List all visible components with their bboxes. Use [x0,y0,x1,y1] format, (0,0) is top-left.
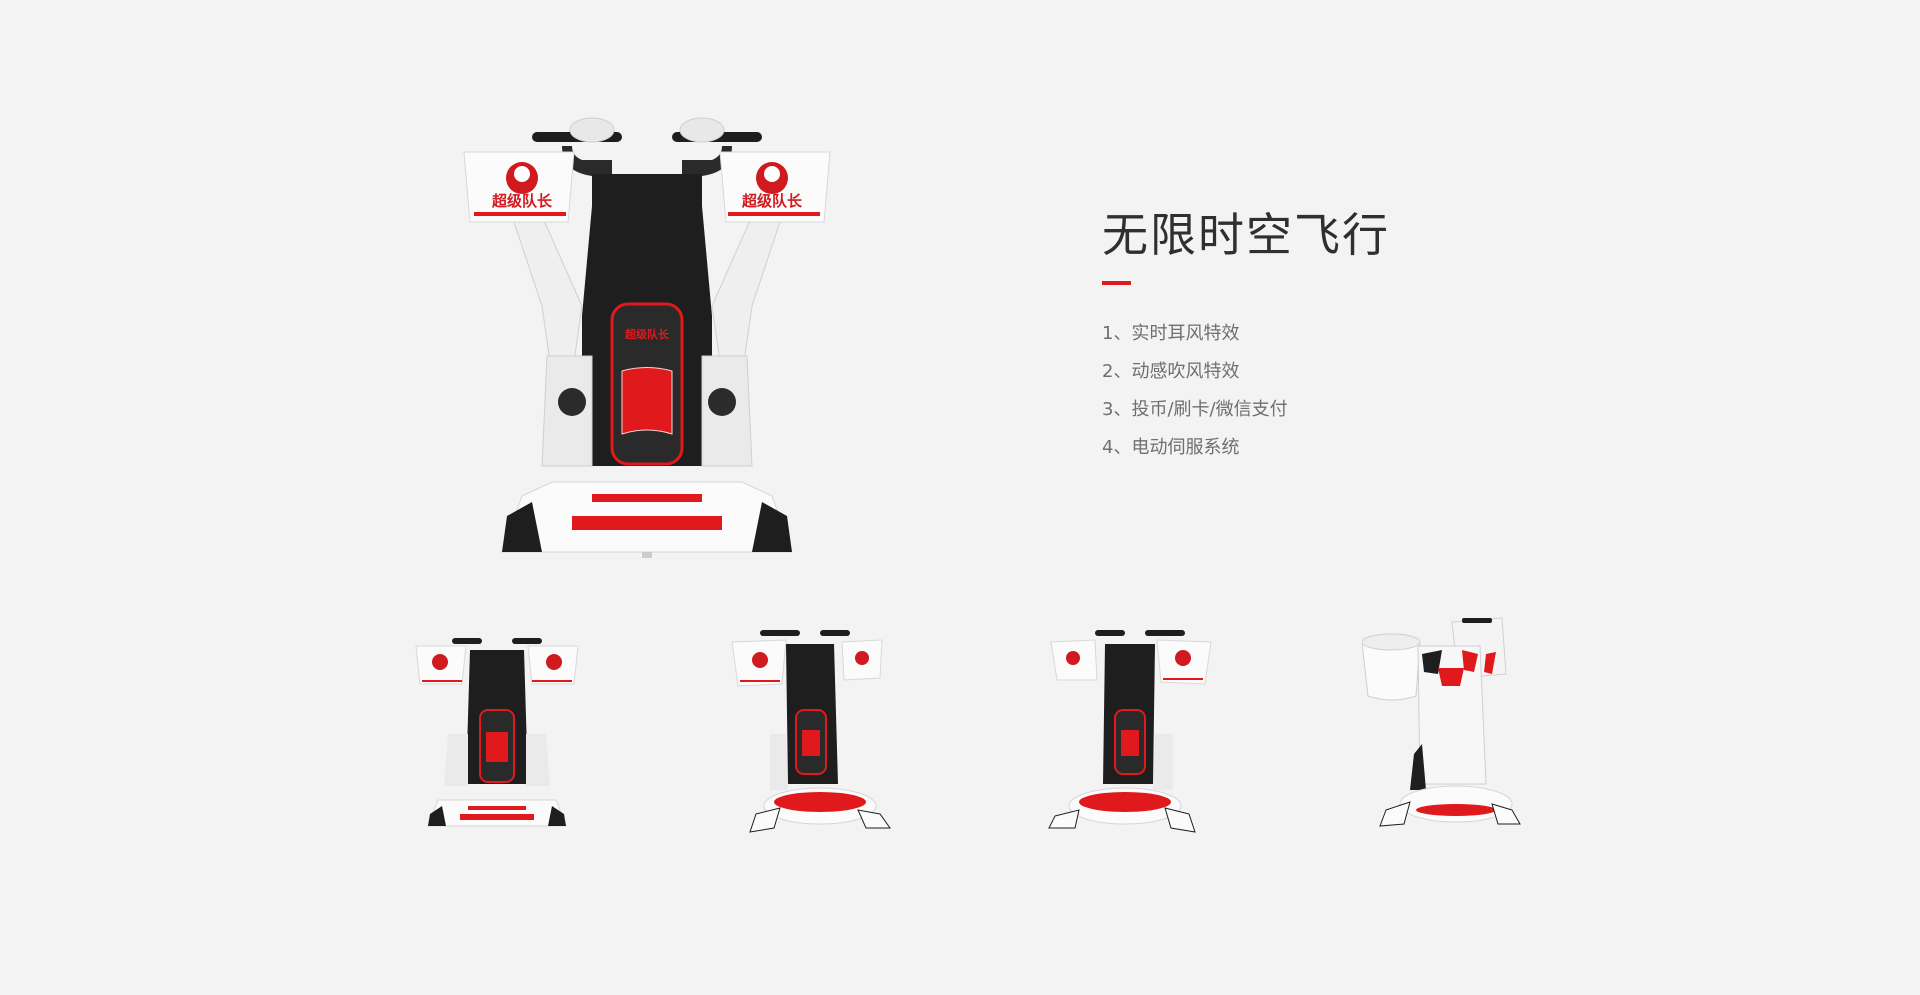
flight-simulator-right-thumb [1048,630,1212,833]
title-accent-line [1102,280,1131,285]
thumbnail-three-quarter-left-view[interactable] [730,614,900,836]
flight-simulator-left-thumb [731,630,891,833]
flight-simulator-rear-thumb [1362,617,1521,827]
panel-logo: 超级队长 [624,327,670,341]
feature-item: 1、实时耳风特效 [1102,322,1240,344]
feature-list: 1、实时耳风特效 2、动感吹风特效 3、投币/刷卡/微信支付 4、电动伺服系统 [1102,315,1522,467]
flight-simulator-front-illustration: 超级队长 超级队长 超级队长 [463,117,831,558]
product-title: 无限时空飞行 [1102,208,1390,262]
feature-item: 2、动感吹风特效 [1102,360,1240,382]
cup-logo-left: 超级队长 [491,192,553,210]
thumbnail-three-quarter-right-view[interactable] [1045,614,1215,836]
product-description: 无限时空飞行 1、实时耳风特效 2、动感吹风特效 3、投币/刷卡/微信支付 4、… [1102,210,1522,467]
thumbnail-front-view[interactable] [412,614,582,836]
feature-item: 3、投币/刷卡/微信支付 [1102,398,1288,420]
hero-product-image: 超级队长 超级队长 超级队长 [462,116,832,560]
flight-simulator-front-thumb [415,638,579,827]
thumbnail-rear-side-view[interactable] [1362,614,1532,836]
cup-logo-right: 超级队长 [741,192,803,210]
feature-item: 4、电动伺服系统 [1102,436,1240,458]
